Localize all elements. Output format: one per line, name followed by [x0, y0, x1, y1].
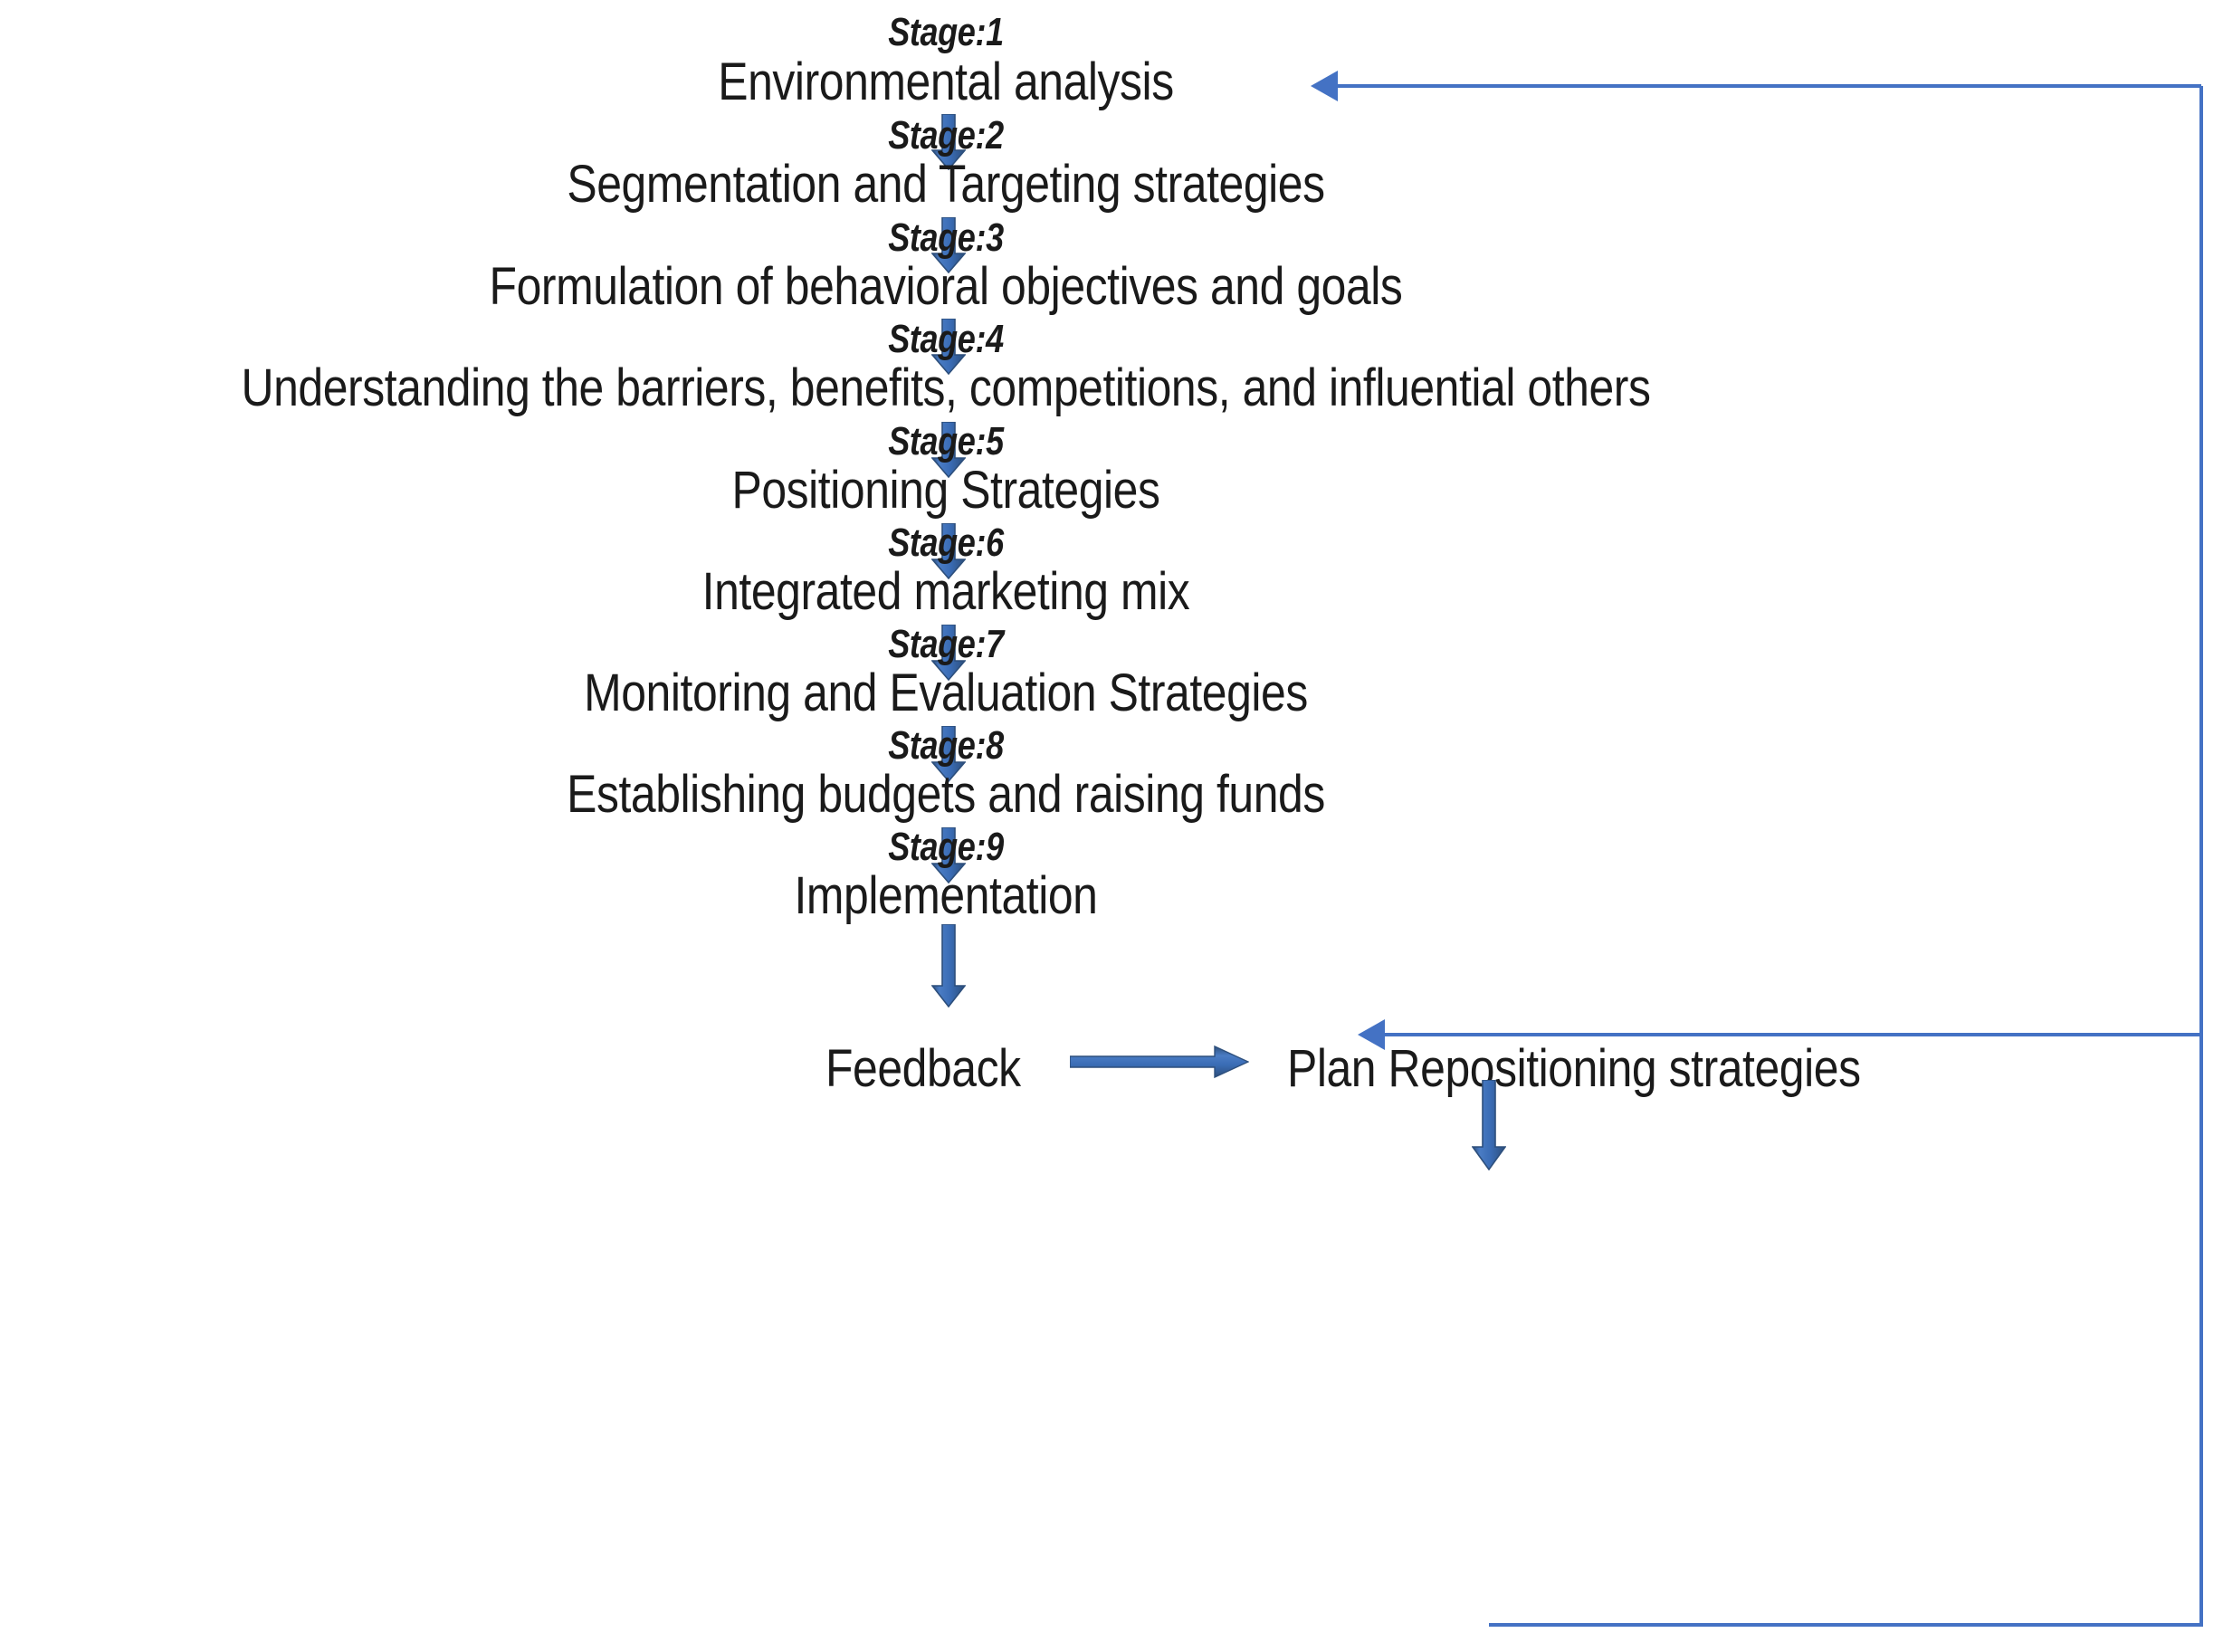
stage-6-text: Integrated marketing mix: [701, 562, 1190, 621]
stage-7-text: Monitoring and Evaluation Strategies: [584, 664, 1308, 722]
arrow-stage6-to-stage7: [931, 625, 966, 681]
arrow-stage7-to-stage8: [931, 726, 966, 782]
feedback-rail-right: [2199, 86, 2203, 1627]
arrow-stage3-to-stage4: [931, 319, 966, 375]
arrow-stage1-to-stage2: [931, 114, 966, 170]
feedback-arrowhead-stage7: [1358, 1019, 1385, 1050]
stage-3-text: Formulation of behavioral objectives and…: [489, 257, 1403, 316]
stage-2-label: Stage:2: [888, 113, 1004, 158]
plan-repositioning-label: Plan Repositioning strategies: [1287, 1039, 1861, 1098]
stage-1-label: Stage:1: [888, 10, 1004, 54]
stage-4-label: Stage:4: [888, 317, 1004, 361]
feedback-rail-to-stage1: [1338, 84, 2201, 88]
feedback-label: Feedback: [825, 1039, 1021, 1098]
arrow-stage9-to-feedback: [931, 924, 966, 1007]
feedback-rail-bottom: [1489, 1623, 2203, 1627]
stage-4-text: Understanding the barriers, benefits, co…: [241, 358, 1651, 417]
stage-1-text: Environmental analysis: [718, 53, 1174, 111]
feedback-rail-to-stage7: [1385, 1033, 2201, 1036]
stage-8-label: Stage:8: [888, 723, 1004, 768]
stage-9-text: Implementation: [794, 866, 1098, 925]
stage-8-text: Establishing budgets and raising funds: [567, 765, 1325, 824]
arrow-stage5-to-stage6: [931, 523, 966, 579]
stage-3-label: Stage:3: [888, 215, 1004, 260]
arrow-stage4-to-stage5: [931, 422, 966, 478]
arrow-feedback-to-reposition: [1070, 1044, 1249, 1080]
feedback-arrowhead-stage1: [1311, 71, 1338, 101]
arrow-stage2-to-stage3: [931, 217, 966, 273]
stage-5-label: Stage:5: [888, 419, 1004, 463]
stage-9-label: Stage:9: [888, 825, 1004, 869]
stage-5-text: Positioning Strategies: [731, 461, 1160, 520]
stage-7-label: Stage:7: [888, 622, 1004, 666]
arrow-stage8-to-stage9: [931, 827, 966, 883]
arrow-reposition-to-feedback-rail: [1472, 1080, 1506, 1170]
stage-6-label: Stage:6: [888, 520, 1004, 565]
stage-2-text: Segmentation and Targeting strategies: [567, 155, 1325, 214]
